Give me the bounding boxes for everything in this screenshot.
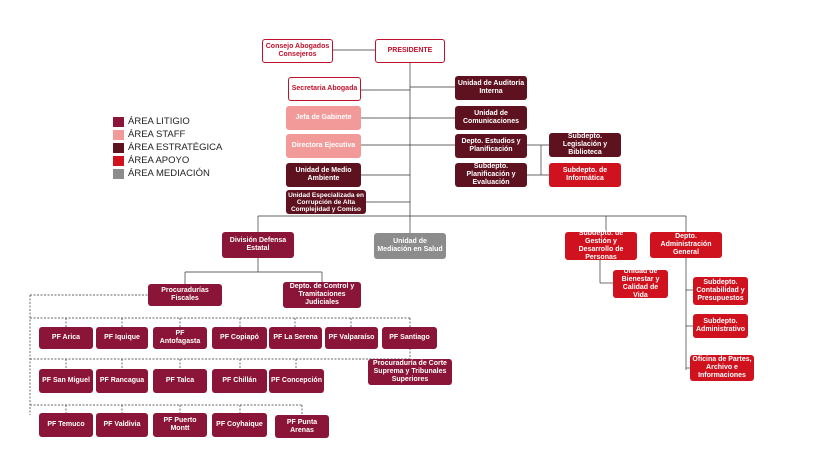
legend-swatch-estrategica (113, 143, 124, 153)
node-pf-row3-4: PF Punta Arenas (275, 415, 329, 438)
legend-label-staff: ÁREA STAFF (128, 129, 186, 140)
node-pf-row1-6: PF Santiago (382, 327, 437, 349)
node-administrativo: Subdepto. Administrativo (693, 314, 748, 338)
node-estudios: Depto. Estudios y Planificación (455, 134, 527, 158)
node-pf-row1-2: PF Antofagasta (153, 327, 207, 349)
node-legislacion: Subdepto. Legislación y Biblioteca (549, 133, 621, 157)
node-mediacion-salud: Unidad de Mediación en Salud (374, 233, 446, 259)
node-planificacion: Subdepto. Planificación y Evaluación (455, 163, 527, 187)
node-pf-row3-0: PF Temuco (39, 413, 93, 437)
legend-label-litigio: ÁREA LITIGIO (128, 116, 190, 127)
node-procuradurias: Procuradurías Fiscales (148, 284, 222, 306)
node-jefa-gabinete: Jefa de Gabinete (286, 106, 361, 130)
node-control: Depto. de Control y Tramitaciones Judici… (283, 282, 361, 308)
legend-swatch-staff (113, 130, 124, 140)
node-directora-ejecutiva: Directora Ejecutiva (286, 134, 361, 158)
node-comunicaciones: Unidad de Comunicaciones (455, 106, 527, 130)
node-pf-row2-2: PF Talca (153, 369, 207, 393)
legend-swatch-apoyo (113, 156, 124, 166)
node-presidente: PRESIDENTE (375, 39, 445, 63)
node-pf-row2-0: PF San Miguel (39, 369, 93, 393)
node-bienestar: Unidad de Bienestar y Calidad de Vida (613, 268, 668, 299)
node-oficina-partes: Oficina de Partes, Archivo e Informacion… (690, 355, 754, 381)
node-pf-row3-2: PF Puerto Montt (153, 413, 207, 437)
node-pf-row3-1: PF Valdivia (96, 413, 148, 437)
node-pf-row1-4: PF La Serena (269, 327, 322, 349)
node-corte-suprema: Procuraduría de Corte Suprema y Tribunal… (368, 359, 452, 385)
node-pf-row2-1: PF Rancagua (96, 369, 148, 393)
legend-swatch-mediacion (113, 169, 124, 179)
node-pf-row3-3: PF Coyhaique (212, 413, 267, 437)
node-pf-row1-1: PF Iquique (96, 327, 148, 349)
node-pf-row1-5: PF Valparaíso (325, 327, 378, 349)
node-consejo: Consejo Abogados Consejeros (262, 39, 333, 63)
legend-swatch-litigio (113, 117, 124, 127)
node-secretaria: Secretaria Abogada (288, 77, 361, 101)
node-medio-ambiente: Unidad de Medio Ambiente (286, 163, 361, 187)
node-auditoria: Unidad de Auditoría Interna (455, 76, 527, 100)
node-contabilidad: Subdepto. Contabilidad y Presupuestos (693, 277, 748, 305)
node-pf-row2-3: PF Chillán (212, 369, 267, 393)
node-corrupcion: Unidad Especializada en Corrupción de Al… (286, 190, 366, 214)
legend-label-estrategica: ÁREA ESTRATÉGICA (128, 142, 223, 153)
node-administracion: Depto. Administración General (650, 232, 722, 258)
node-defensa-estatal: División Defensa Estatal (222, 232, 294, 258)
legend-label-mediacion: ÁREA MEDIACIÓN (128, 168, 210, 179)
legend-label-apoyo: ÁREA APOYO (128, 155, 190, 166)
node-informatica: Subdepto. de Informática (549, 163, 621, 187)
node-gestion-personas: Subdepto. de Gestión y Desarrollo de Per… (565, 230, 637, 261)
node-pf-row1-3: PF Copiapó (212, 327, 267, 349)
node-pf-row2-4: PF Concepción (269, 369, 324, 393)
node-pf-row1-0: PF Arica (39, 327, 93, 349)
